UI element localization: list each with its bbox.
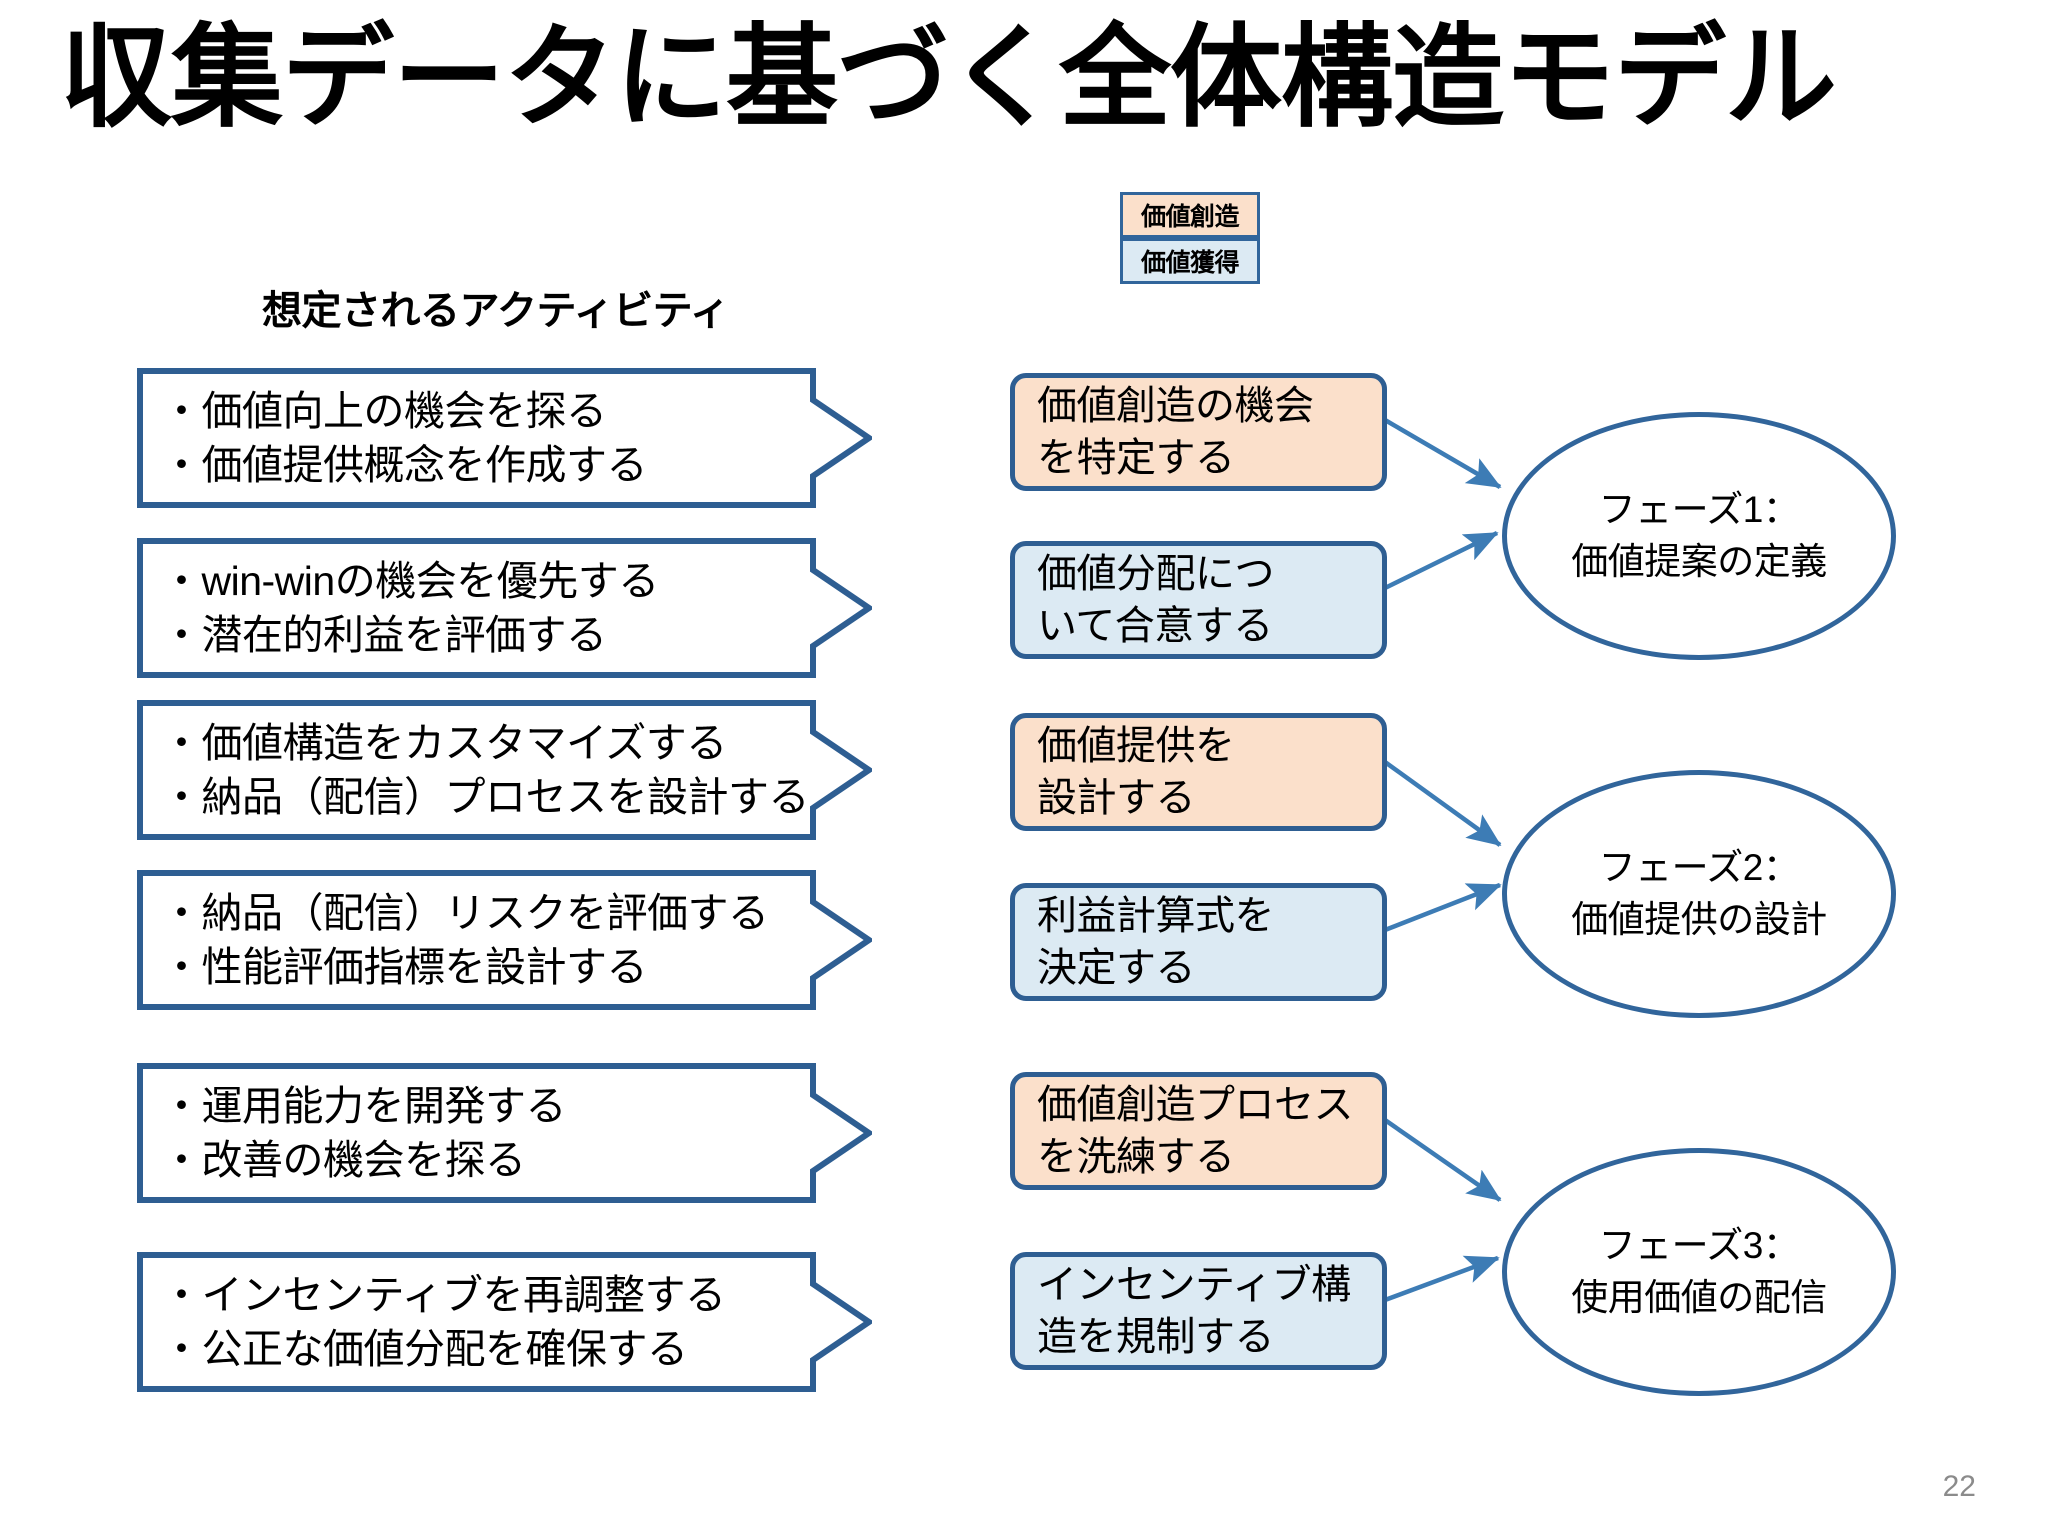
phase-line: フェーズ1：	[1598, 489, 1800, 530]
connector-line	[1383, 1118, 1502, 1202]
activity-box: 価値構造をカスタマイズする 納品（配信）プロセスを設計する	[137, 700, 872, 840]
connector-line	[1384, 530, 1499, 591]
legend: 価値創造 価値獲得	[1120, 192, 1260, 284]
phase-ellipse: フェーズ3： 使用価値の配信	[1502, 1148, 1896, 1396]
activity-line: 価値構造をカスタマイズする	[161, 716, 872, 770]
phase-line: 価値提案の定義	[1571, 541, 1827, 582]
activity-line: 価値向上の機会を探る	[161, 384, 872, 438]
outcome-line: インセンティブ構	[1037, 1263, 1351, 1307]
outcome-line: いて合意する	[1037, 604, 1273, 648]
outcome-box: 価値提供を 設計する	[1010, 713, 1387, 831]
page-number: 22	[1942, 1470, 1976, 1503]
outcome-line: 価値分配につ	[1037, 552, 1275, 596]
legend-item-label: 価値創造	[1140, 203, 1240, 231]
legend-item-value-creation: 価値創造	[1120, 192, 1260, 238]
outcome-line: 価値創造の機会	[1037, 384, 1314, 428]
activity-line: 納品（配信）プロセスを設計する	[161, 770, 872, 824]
activity-box: 運用能力を開発する 改善の機会を探る	[137, 1063, 872, 1203]
activity-box: 価値向上の機会を探る 価値提供概念を作成する	[137, 368, 872, 508]
outcome-line: 利益計算式を	[1037, 894, 1275, 938]
outcome-line: 設計する	[1037, 776, 1196, 820]
activity-line: インセンティブを再調整する	[161, 1268, 872, 1322]
activity-line: 価値提供概念を作成する	[161, 438, 872, 492]
phase-line: 使用価値の配信	[1571, 1277, 1827, 1318]
connector-line	[1384, 1255, 1500, 1303]
outcome-line: 決定する	[1037, 946, 1196, 990]
page-title: 収集データに基づく全体構造モデル	[60, 15, 1837, 140]
legend-item-value-capture: 価値獲得	[1120, 238, 1260, 284]
outcome-box: 価値創造プロセス を洗練する	[1010, 1072, 1387, 1190]
legend-item-label: 価値獲得	[1140, 249, 1240, 277]
phase-ellipse: フェーズ2： 価値提供の設計	[1502, 770, 1896, 1018]
activities-column-heading: 想定されるアクティビティ	[262, 289, 730, 333]
outcome-box: 利益計算式を 決定する	[1010, 883, 1387, 1001]
outcome-line: 造を規制する	[1037, 1315, 1275, 1359]
activity-box: インセンティブを再調整する 公正な価値分配を確保する	[137, 1252, 872, 1392]
activity-line: 改善の機会を探る	[161, 1133, 872, 1187]
activity-box: 納品（配信）リスクを評価する 性能評価指標を設計する	[137, 870, 872, 1010]
outcome-box: インセンティブ構 造を規制する	[1010, 1252, 1387, 1370]
outcome-box: 価値分配につ いて合意する	[1010, 541, 1387, 659]
activity-line: win-winの機会を優先する	[161, 554, 872, 608]
activity-line: 運用能力を開発する	[161, 1079, 872, 1133]
connector-line	[1383, 418, 1502, 489]
outcome-line: を特定する	[1037, 436, 1235, 480]
connector-line	[1384, 882, 1502, 933]
activity-line: 潜在的利益を評価する	[161, 608, 872, 662]
outcome-line: を洗練する	[1037, 1135, 1235, 1179]
outcome-line: 価値提供を	[1037, 724, 1235, 768]
phase-line: フェーズ2：	[1598, 847, 1800, 888]
activity-line: 納品（配信）リスクを評価する	[161, 886, 872, 940]
outcome-box: 価値創造の機会 を特定する	[1010, 373, 1387, 491]
activity-line: 公正な価値分配を確保する	[161, 1322, 872, 1376]
outcome-line: 価値創造プロセス	[1037, 1083, 1354, 1127]
phase-line: 価値提供の設計	[1571, 899, 1827, 940]
phase-ellipse: フェーズ1： 価値提案の定義	[1502, 412, 1896, 660]
activity-line: 性能評価指標を設計する	[161, 940, 872, 994]
connector-line	[1383, 760, 1502, 847]
phase-line: フェーズ3：	[1598, 1225, 1800, 1266]
activity-box: win-winの機会を優先する 潜在的利益を評価する	[137, 538, 872, 678]
